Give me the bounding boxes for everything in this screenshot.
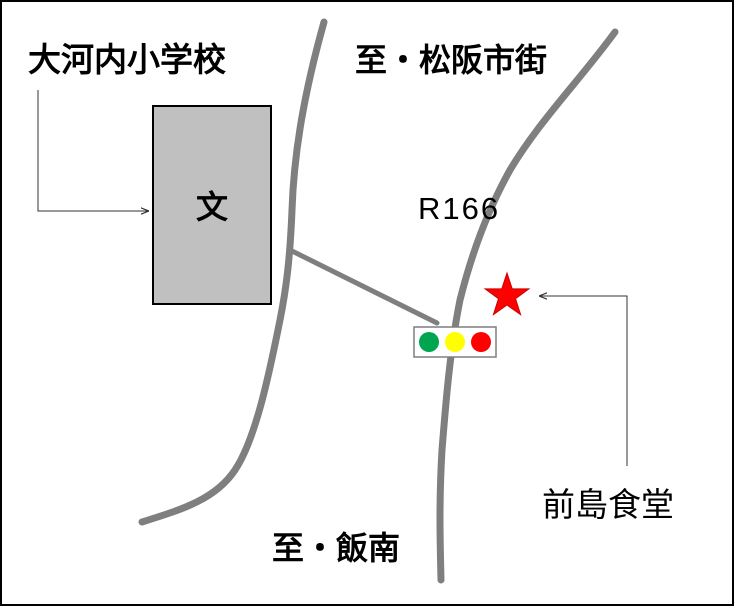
signal-yellow-light <box>445 332 465 352</box>
restaurant-leader-arrow <box>540 296 628 466</box>
star-icon <box>483 271 531 316</box>
signal-red-light <box>471 332 491 352</box>
school-symbol: 文 <box>196 188 228 226</box>
to-iinan-label: 至・飯南 <box>272 529 400 567</box>
route-166-road <box>436 28 619 584</box>
to-matsusaka-label: 至・松阪市街 <box>355 41 547 79</box>
school-leader-arrow <box>37 90 148 211</box>
left-road <box>138 18 328 526</box>
traffic-signal-icon <box>413 326 497 358</box>
school-name-label: 大河内小学校 <box>28 40 226 79</box>
connector-road <box>287 247 440 326</box>
route-label: R166 <box>418 191 500 226</box>
school-building-icon <box>152 105 272 305</box>
restaurant-name-label: 前島食堂 <box>542 485 674 524</box>
signal-green-light <box>419 332 439 352</box>
